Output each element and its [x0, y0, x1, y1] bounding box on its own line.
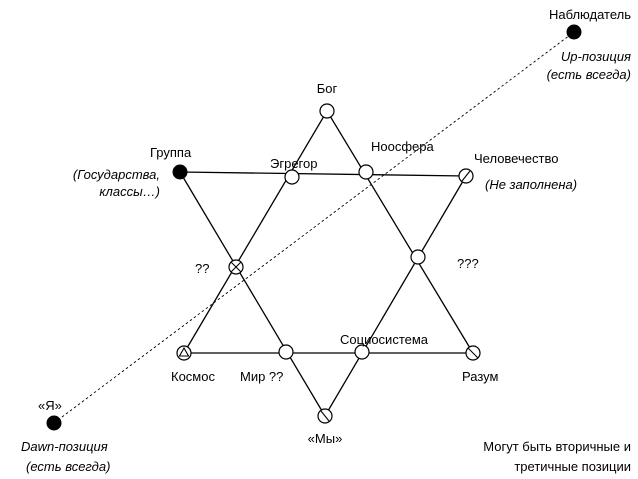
node-q2-cross-b [230, 261, 242, 273]
node-i [46, 415, 62, 431]
label-secondary-1: Могут быть вторичные и [483, 439, 631, 454]
down-triangle-right-edge [324, 175, 467, 417]
label-observer: Наблюдатель [549, 7, 631, 22]
node-cosmos-mark [178, 346, 190, 357]
label-cosmos: Космос [171, 369, 215, 384]
node-humanity-mark [461, 170, 471, 182]
up-triangle-left-edge [183, 110, 328, 354]
down-triangle-top-edge [179, 171, 467, 177]
label-humanity: Человечество [474, 151, 558, 166]
label-group: Группа [150, 145, 192, 160]
label-i: «Я» [38, 398, 62, 413]
label-egregor: Эгрегор [270, 156, 317, 171]
label-up-position: Up-позиция [561, 49, 631, 64]
node-observer [566, 24, 582, 40]
label-world: Мир ?? [240, 369, 283, 384]
label-noosphere: Ноосфера [371, 139, 435, 154]
observer-axis-line [53, 31, 575, 424]
node-q3 [410, 249, 426, 265]
node-sociosystem [354, 344, 370, 360]
label-reason: Разум [462, 369, 498, 384]
label-sociosystem: Социосистема [340, 332, 429, 347]
label-q3: ??? [457, 256, 479, 271]
node-egregor [284, 169, 300, 185]
label-down-note: (есть всегда) [26, 459, 110, 474]
label-humanity-note: (Не заполнена) [485, 177, 577, 192]
label-group-note-1: (Государства, [73, 167, 160, 182]
label-god: Бог [317, 81, 338, 96]
label-we: «Мы» [308, 431, 343, 446]
label-group-note-2: классы…) [99, 184, 160, 199]
node-god [319, 103, 335, 119]
node-world [278, 344, 294, 360]
node-noosphere [358, 164, 374, 180]
up-triangle-right-edge [326, 110, 474, 354]
node-group [172, 164, 188, 180]
down-triangle-left-edge [179, 171, 326, 417]
label-q2: ?? [195, 261, 209, 276]
node-reason-mark [467, 347, 479, 359]
node-we-mark [320, 410, 330, 422]
label-down-position: Dawn-позиция [21, 439, 108, 454]
label-up-note: (есть всегда) [547, 67, 631, 82]
label-secondary-2: третичные позиции [514, 459, 631, 474]
